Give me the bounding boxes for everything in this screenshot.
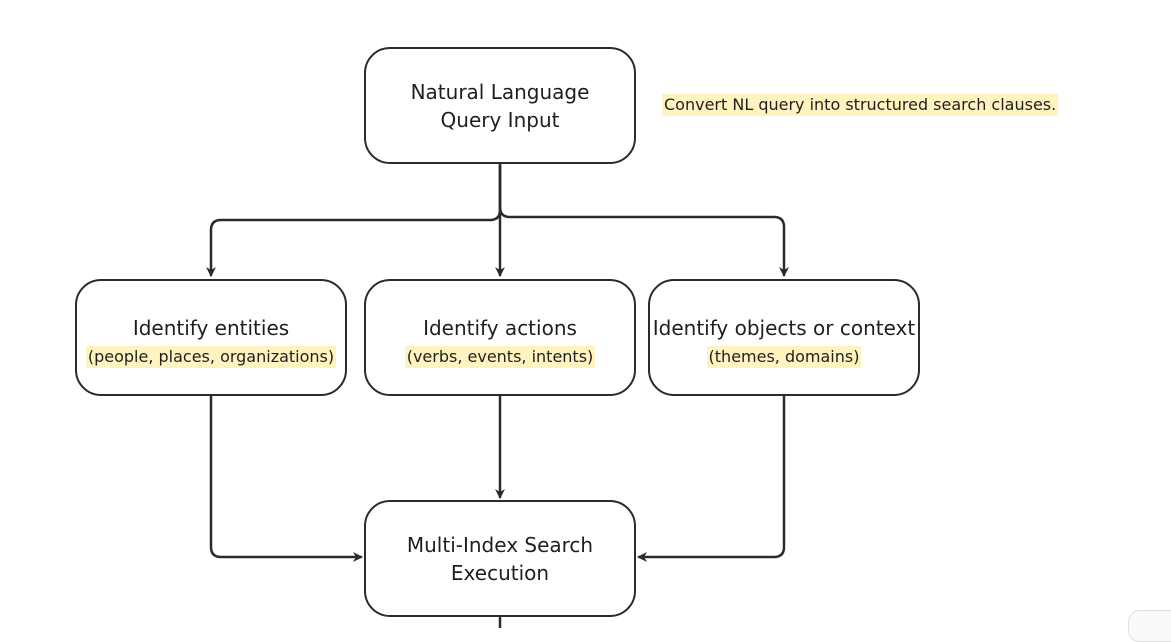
node-nl-query-input[interactable]: Natural Language Query Input: [364, 47, 636, 164]
node-title: Identify objects or context: [652, 315, 916, 340]
edge-input-to-entities: [206, 163, 502, 277]
node-title: Multi-Index Search Execution: [406, 532, 594, 585]
canvas-control[interactable]: [1128, 610, 1171, 642]
edge-input-to-objects: [498, 163, 789, 277]
edge-entities-to-search: [209, 394, 363, 562]
node-subtitle: (themes, domains): [706, 345, 862, 368]
node-identify-entities[interactable]: Identify entities (people, places, organ…: [75, 279, 347, 396]
node-multi-index-search[interactable]: Multi-Index Search Execution: [364, 500, 636, 617]
annotation-note: Convert NL query into structured search …: [662, 94, 1059, 116]
node-title: Identify entities: [132, 315, 290, 340]
node-identify-actions[interactable]: Identify actions (verbs, events, intents…: [364, 279, 636, 396]
node-subtitle: (verbs, events, intents): [404, 345, 596, 368]
node-subtitle: (people, places, organizations): [85, 345, 337, 368]
node-identify-objects[interactable]: Identify objects or context (themes, dom…: [648, 279, 920, 396]
edge-objects-to-search: [637, 394, 786, 562]
node-title: Identify actions: [423, 315, 577, 340]
flow-connectors: [206, 163, 789, 628]
node-title: Natural Language Query Input: [410, 79, 590, 132]
